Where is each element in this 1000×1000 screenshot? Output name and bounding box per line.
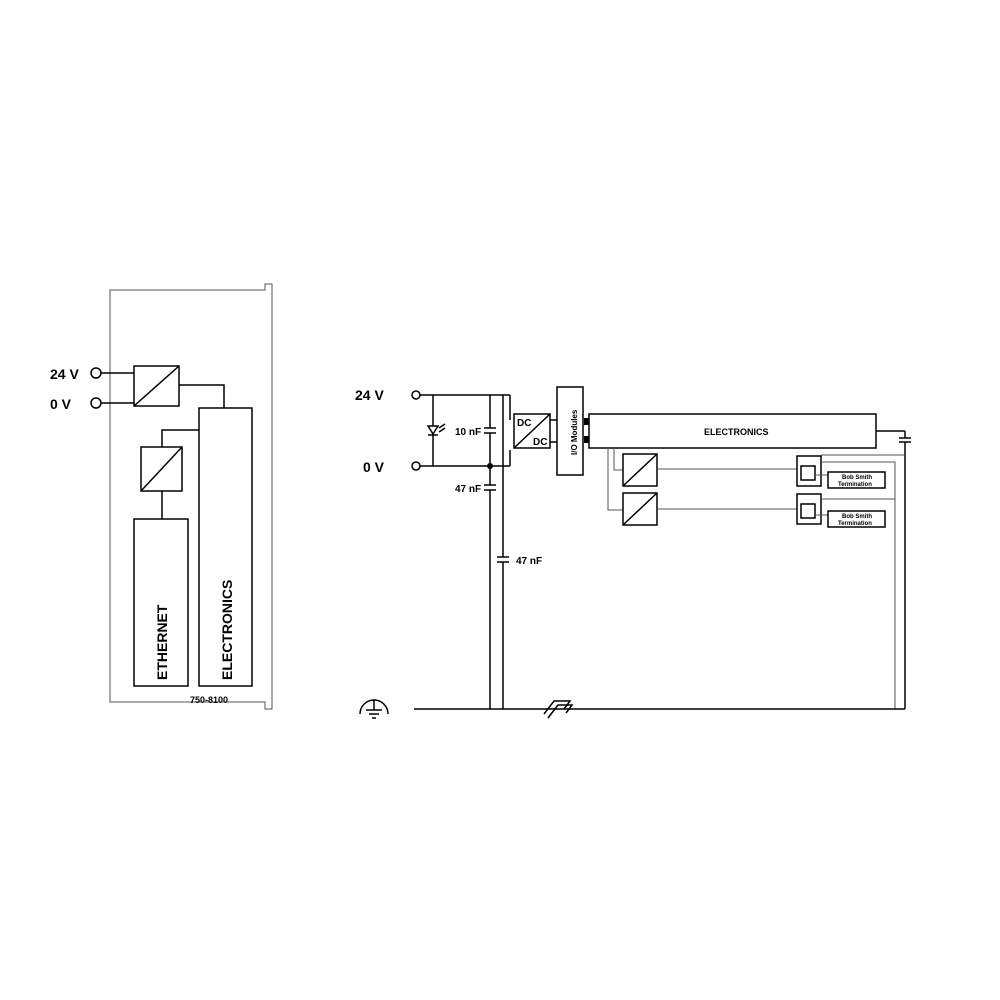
termination-1-line1: Bob Smith [842,475,872,481]
termination-2 [827,510,886,528]
termination-2-line2: Termination [838,521,872,527]
earth-ground-icon [359,699,389,719]
module-housing [109,283,273,710]
left-24v-terminal[interactable] [90,367,102,379]
right-electronics-label: ELECTRONICS [704,427,769,437]
port1-jack-inner [800,465,816,481]
ethernet-block [133,518,189,687]
dcdc-bottom-label: DC [533,437,547,448]
right-0v-label: 0 V [363,459,385,475]
part-number: 750-8100 [190,695,228,705]
led-icon [426,425,440,436]
cap-47nf-b-label: 47 nF [516,556,542,567]
left-electronics-block [198,407,253,687]
right-24v-label: 24 V [355,387,384,403]
termination-1-line2: Termination [838,482,872,488]
port2-jack-inner [800,503,816,519]
din-rail-icon [543,700,574,719]
ethernet-label: ETHERNET [154,604,170,680]
right-module: 24 V 0 V 10 nF 47 nF 47 nF [355,386,911,719]
left-0v-label: 0 V [50,396,72,412]
right-electronics-block [588,413,877,449]
cap-47nf-a-label: 47 nF [455,484,481,495]
right-24v-terminal[interactable] [411,390,421,400]
left-electronics-label: ELECTRONICS [219,580,235,680]
io-modules-block [556,386,584,476]
termination-2-line1: Bob Smith [842,514,872,520]
bus-contact-top [584,418,590,425]
bus-contact-bottom [584,436,590,443]
left-0v-terminal[interactable] [90,397,102,409]
left-24v-label: 24 V [50,366,79,382]
termination-1 [827,471,886,489]
cap-10nf-label: 10 nF [455,427,481,438]
left-module: 24 V 0 V ETHERNET ELECTRONICS 750-8100 [50,283,273,710]
io-modules-label: I/O Modules [570,409,579,455]
dcdc-top-label: DC [517,418,531,429]
right-0v-terminal[interactable] [411,461,421,471]
